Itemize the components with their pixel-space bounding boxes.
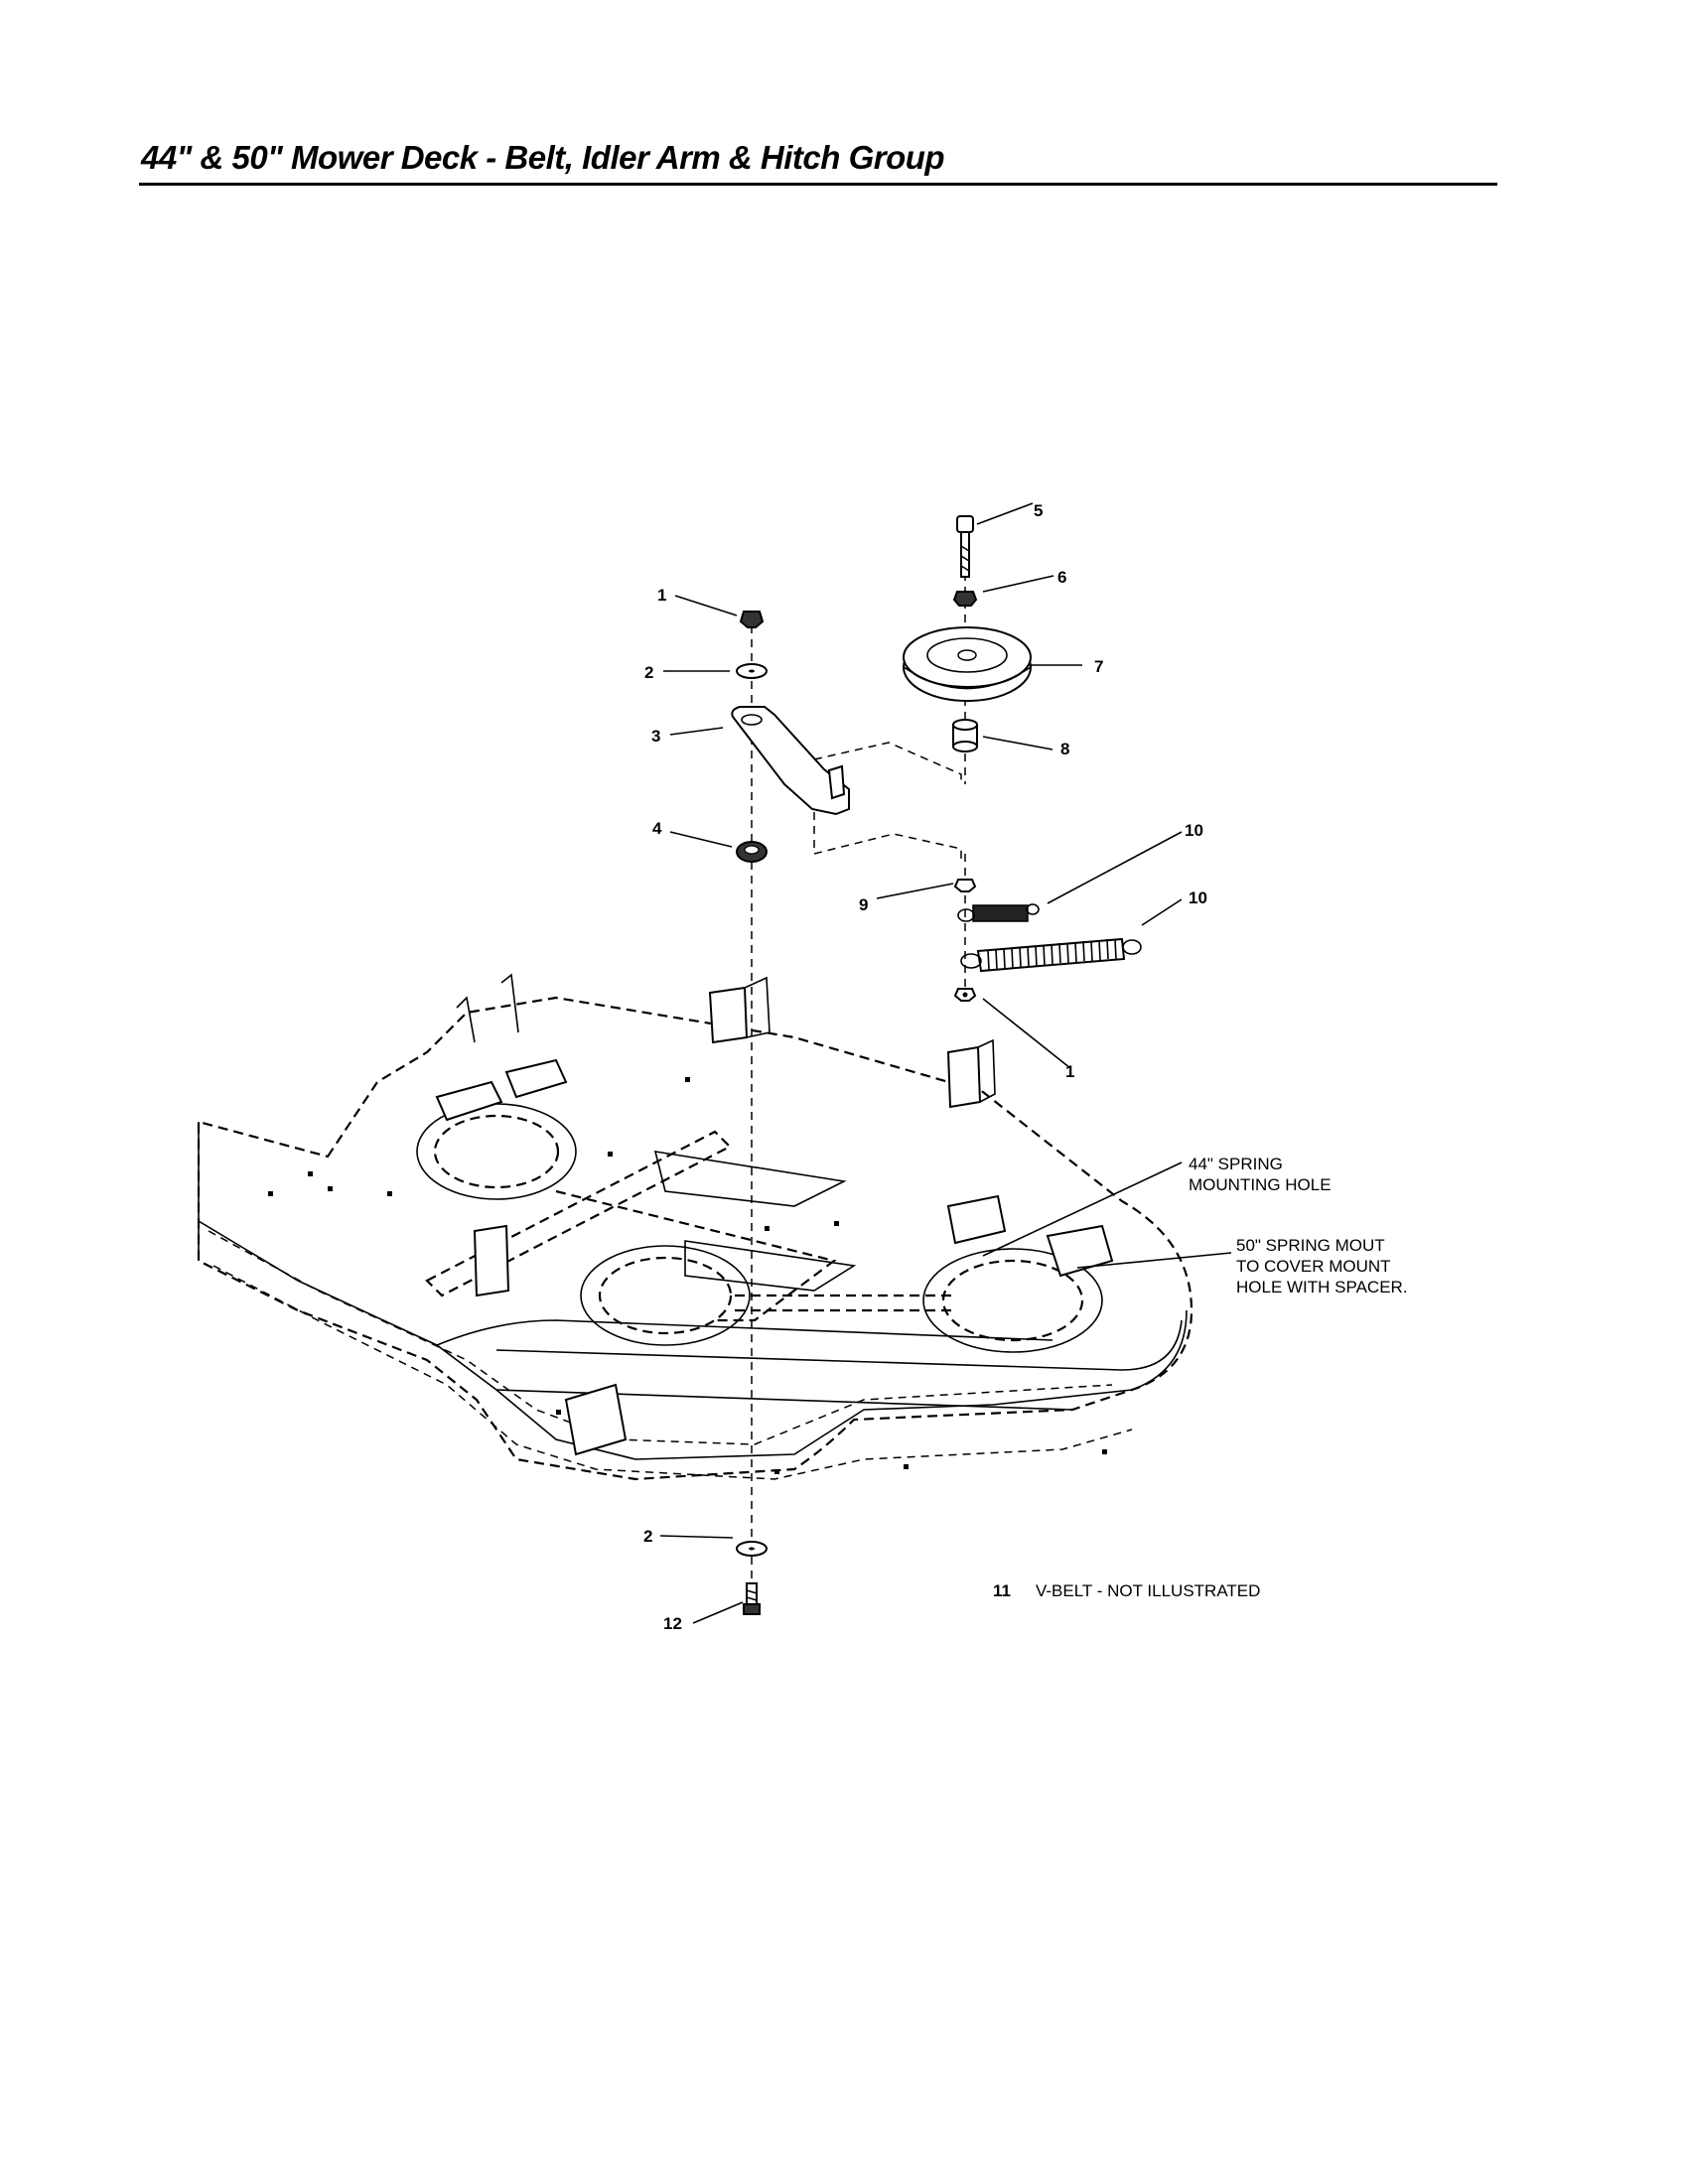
part-8-spacer (952, 719, 978, 752)
callout-10-long: 10 (1189, 888, 1207, 907)
title-rule (139, 183, 1497, 186)
note-44-spring-line1: 44" SPRING (1189, 1155, 1283, 1173)
callout-labels: 1 2 3 4 5 6 7 8 9 10 10 1 2 12 (643, 501, 1207, 1633)
part-7-pulley (903, 626, 1032, 702)
exploded-parts (731, 515, 1142, 1615)
part-5-bolt (956, 515, 974, 578)
callout-1: 1 (657, 586, 666, 605)
mower-deck-illustration (197, 973, 1193, 1481)
note-50-spring-line3: HOLE WITH SPACER. (1236, 1278, 1408, 1297)
callout-1-lower: 1 (1065, 1062, 1074, 1081)
item-11-number: 11 (993, 1581, 1011, 1600)
callout-4: 4 (652, 819, 662, 838)
callout-10-short: 10 (1185, 821, 1203, 840)
leader-lines (659, 502, 1232, 1624)
part-4-bushing (736, 841, 768, 863)
callout-5: 5 (1034, 501, 1043, 520)
part-6-nut (952, 591, 978, 607)
item-11-description: V-BELT - NOT ILLUSTRATED (1036, 1581, 1260, 1600)
part-2-washer (736, 663, 768, 679)
callout-8: 8 (1060, 740, 1069, 758)
annotation-notes: 44" SPRING MOUNTING HOLE 50" SPRING MOUT… (993, 1155, 1408, 1600)
callout-2: 2 (644, 663, 653, 682)
part-1-locknut (739, 611, 765, 628)
callout-6: 6 (1057, 568, 1066, 587)
callout-12: 12 (663, 1614, 682, 1633)
callout-3: 3 (651, 727, 660, 746)
callout-9: 9 (859, 895, 868, 914)
part-9-washer (953, 879, 977, 892)
part-3-idler-arm (731, 706, 850, 816)
callout-2-lower: 2 (643, 1527, 652, 1546)
part-10-spring-long (960, 937, 1142, 973)
note-44-spring-line2: MOUNTING HOLE (1189, 1175, 1332, 1194)
note-50-spring-line1: 50" SPRING MOUT (1236, 1236, 1385, 1255)
part-1-locknut-lower (953, 988, 977, 1002)
callout-7: 7 (1094, 657, 1103, 676)
part-10-spring-short (957, 903, 1040, 922)
part-2-washer-lower (736, 1541, 768, 1557)
note-50-spring-line2: TO COVER MOUNT (1236, 1257, 1391, 1276)
page-title: 44" & 50" Mower Deck - Belt, Idler Arm &… (141, 139, 945, 176)
part-12-shoulder-bolt (743, 1582, 761, 1615)
